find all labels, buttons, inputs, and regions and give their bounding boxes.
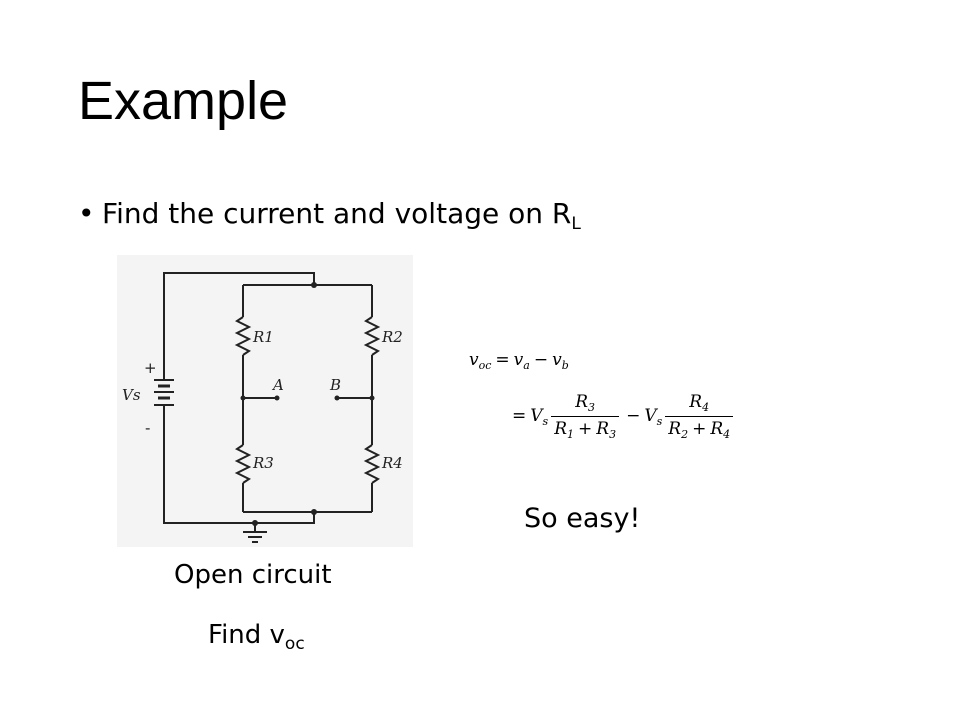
label-node-b: B — [329, 376, 341, 394]
ground-icon — [243, 531, 267, 543]
eq-vs2-var: V — [644, 406, 657, 426]
eq-voc-sub: oc — [478, 359, 492, 372]
caption-find-text: Find v — [208, 620, 285, 650]
resistor-r3 — [234, 444, 252, 484]
label-node-a: A — [271, 376, 284, 394]
frac1-den-var2: R — [596, 419, 610, 439]
caption-find-voc: Find voc — [208, 620, 305, 654]
junction-dot — [252, 520, 258, 526]
equation-line-1: voc=va−vb — [469, 350, 569, 372]
caption-find-subscript: oc — [284, 634, 305, 654]
junction-dot — [369, 395, 375, 401]
eq-va-sub: a — [523, 359, 530, 372]
frac2-plus: + — [692, 419, 707, 439]
eq-vs-sub: s — [542, 415, 549, 428]
remark-so-easy: So easy! — [524, 503, 641, 534]
frac1-den-var1: R — [554, 419, 567, 439]
resistor-r4 — [363, 444, 381, 484]
wire-bottom-left — [163, 405, 255, 524]
frac1-den-sub2: 3 — [609, 428, 617, 441]
eq-vb-sub: b — [561, 359, 569, 372]
label-r2: R2 — [381, 328, 403, 346]
frac1-den-sub1: 1 — [567, 428, 574, 441]
bullet-subscript: L — [571, 214, 581, 234]
resistor-r1 — [234, 316, 252, 356]
frac2-num-var: R — [689, 392, 703, 412]
label-r3: R3 — [252, 454, 274, 472]
junction-dot — [311, 509, 317, 515]
frac2-den-var1: R — [668, 419, 682, 439]
eq-vs2-sub: s — [656, 415, 663, 428]
eq-va-var: v — [513, 350, 524, 370]
label-source: Vs — [122, 386, 141, 404]
wire-top-left — [163, 272, 315, 380]
label-r4: R4 — [381, 454, 403, 472]
eq-vb-var: v — [552, 350, 562, 370]
circuit-diagram: R1 R2 R3 R4 A B Vs + - — [117, 255, 413, 547]
terminal-b-dot — [334, 395, 340, 401]
eq-minus: − — [533, 350, 549, 370]
wire-bottom-join — [255, 512, 315, 524]
eq-equals-2: = — [512, 406, 527, 426]
terminal-a-dot — [274, 395, 280, 401]
junction-dot — [240, 395, 246, 401]
resistor-r2 — [363, 316, 381, 356]
eq-voc-var: v — [469, 350, 479, 370]
label-minus: - — [145, 419, 150, 437]
junction-dot — [311, 282, 317, 288]
label-plus: + — [144, 359, 157, 377]
slide-title: Example — [78, 71, 289, 131]
circuit-svg: R1 R2 R3 R4 A B Vs + - — [122, 272, 403, 543]
frac2-num-sub: 4 — [702, 401, 710, 414]
eq-minus-2: − — [626, 406, 641, 426]
frac2-den-var2: R — [710, 419, 724, 439]
bullet-text: Find the current and voltage on R — [102, 197, 572, 230]
eq-vs-var: V — [530, 406, 543, 426]
frac1-plus: + — [578, 419, 593, 439]
frac2-den-sub1: 2 — [681, 428, 689, 441]
caption-open-circuit: Open circuit — [174, 560, 332, 590]
bullet-item: •Find the current and voltage on RL — [78, 197, 581, 234]
frac1-num-var: R — [575, 392, 589, 412]
frac2-den-sub2: 4 — [723, 428, 731, 441]
bullet-dot: • — [78, 197, 95, 230]
eq-equals: = — [495, 350, 510, 370]
label-r1: R1 — [252, 328, 274, 346]
frac1-num-sub: 3 — [588, 401, 596, 414]
battery-icon — [154, 379, 174, 406]
